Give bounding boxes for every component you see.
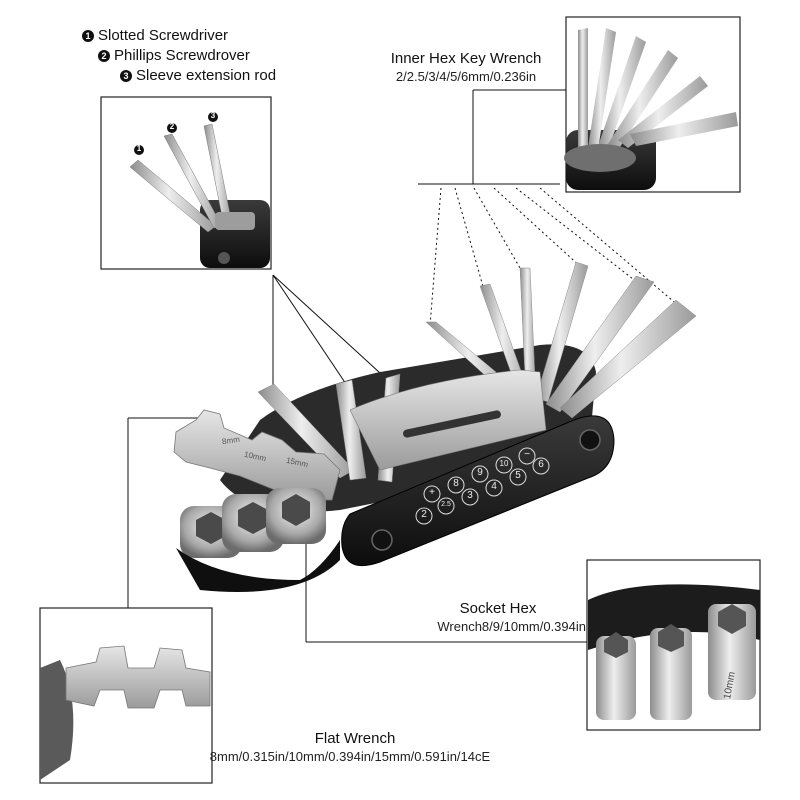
- legend-number-badge: 2: [98, 50, 110, 62]
- flat-wrench-label: Flat Wrench 8mm/0.315in/10mm/0.394in/15m…: [150, 730, 550, 766]
- hex-key-sizes: 2/2.5/3/4/5/6mm/0.236in: [395, 69, 537, 84]
- hex-key-detail-box: [564, 16, 741, 193]
- legend-label: Sleeve extension rod: [136, 67, 277, 84]
- flat-wrench-sizes: 8mm/0.315in/10mm/0.394in/15mm/0.591in/14…: [209, 749, 491, 764]
- socket-detail-box: [586, 559, 761, 731]
- screwdriver-number-markers: [134, 112, 218, 155]
- flat-wrench-title: Flat Wrench: [314, 730, 396, 747]
- flat-wrench-detail-box: [39, 607, 213, 784]
- hex-key-label: Inner Hex Key Wrench 2/2.5/3/4/5/6mm/0.2…: [366, 50, 566, 86]
- screwdriver-detail-box: [100, 96, 272, 270]
- legend-item-sleeve: 3 Sleeve extension rod: [120, 66, 342, 86]
- flat-wrench-detail-image: [65, 645, 211, 709]
- main-multitool: [173, 261, 697, 592]
- leader-lines: [127, 89, 687, 643]
- socket-title: Socket Hex: [459, 600, 537, 617]
- hex-key-detail-image: [564, 28, 738, 172]
- socket-detail-image: [596, 604, 756, 720]
- legend-number-badge: 3: [120, 70, 132, 82]
- legend-number-badge: 1: [82, 30, 94, 42]
- main-sockets: [180, 488, 326, 558]
- socket-label: Socket Hex Wrench8/9/10mm/0.394in: [370, 600, 586, 636]
- tool-legend: 1 Slotted Screwdriver 2 Phillips Screwdr…: [82, 26, 342, 86]
- socket-sizes: Wrench8/9/10mm/0.394in: [437, 619, 586, 634]
- legend-label: Slotted Screwdriver: [98, 27, 229, 44]
- screwdriver-detail-image: [129, 123, 270, 268]
- hex-key-title: Inner Hex Key Wrench: [390, 50, 542, 67]
- legend-label: Phillips Screwdrover: [114, 47, 250, 64]
- legend-item-slotted: 1 Slotted Screwdriver: [82, 26, 342, 46]
- front-plate-hex-markers: [415, 447, 550, 525]
- legend-item-phillips: 2 Phillips Screwdrover: [98, 46, 342, 66]
